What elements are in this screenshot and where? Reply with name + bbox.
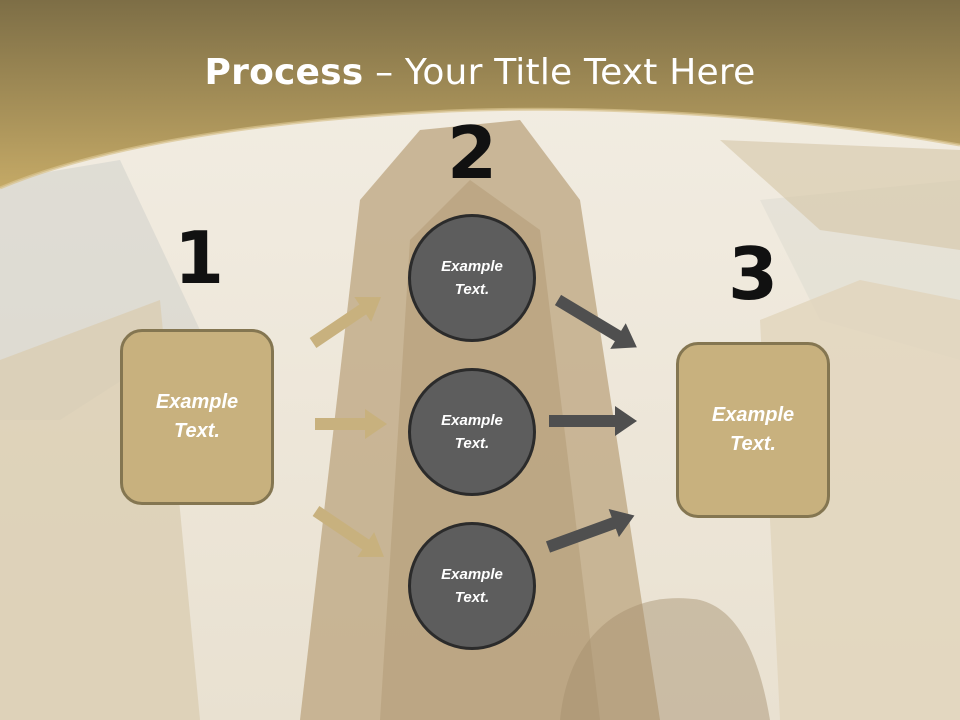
circle-middle-line1: Example xyxy=(441,412,503,429)
arrow-down-right-dark xyxy=(554,294,637,349)
arrow-down-right-gold xyxy=(312,506,384,557)
left-box: Example Text. xyxy=(120,329,274,505)
circle-bottom-line2: Text. xyxy=(454,589,490,606)
arrow-up-right-gold xyxy=(309,297,381,348)
arrow-right-gold xyxy=(315,409,387,439)
circle-top-line2: Text. xyxy=(454,281,490,298)
circle-top-line1: Example xyxy=(441,258,503,275)
right-box-line1: Example xyxy=(711,404,795,426)
arrow-up-right-dark xyxy=(545,508,635,553)
step-number-1: 1 xyxy=(173,216,225,300)
page-title: Process – Your Title Text Here xyxy=(0,52,960,93)
circle-bottom: Example Text. xyxy=(408,522,536,650)
step-number-3: 3 xyxy=(727,232,779,316)
left-arrows xyxy=(309,297,387,557)
circle-bottom-line1: Example xyxy=(441,566,503,583)
title-bold: Process xyxy=(204,52,364,93)
step-number-2: 2 xyxy=(446,111,498,195)
circle-middle: Example Text. xyxy=(408,368,536,496)
right-arrows xyxy=(545,294,637,553)
left-box-line2: Text. xyxy=(174,420,220,442)
title-rest: – Your Title Text Here xyxy=(363,52,756,93)
circle-middle-line2: Text. xyxy=(454,435,490,452)
right-box-line2: Text. xyxy=(730,433,776,455)
right-box: Example Text. xyxy=(676,342,830,518)
left-box-line1: Example xyxy=(155,391,239,413)
circle-top: Example Text. xyxy=(408,214,536,342)
arrow-right-dark xyxy=(549,406,637,436)
